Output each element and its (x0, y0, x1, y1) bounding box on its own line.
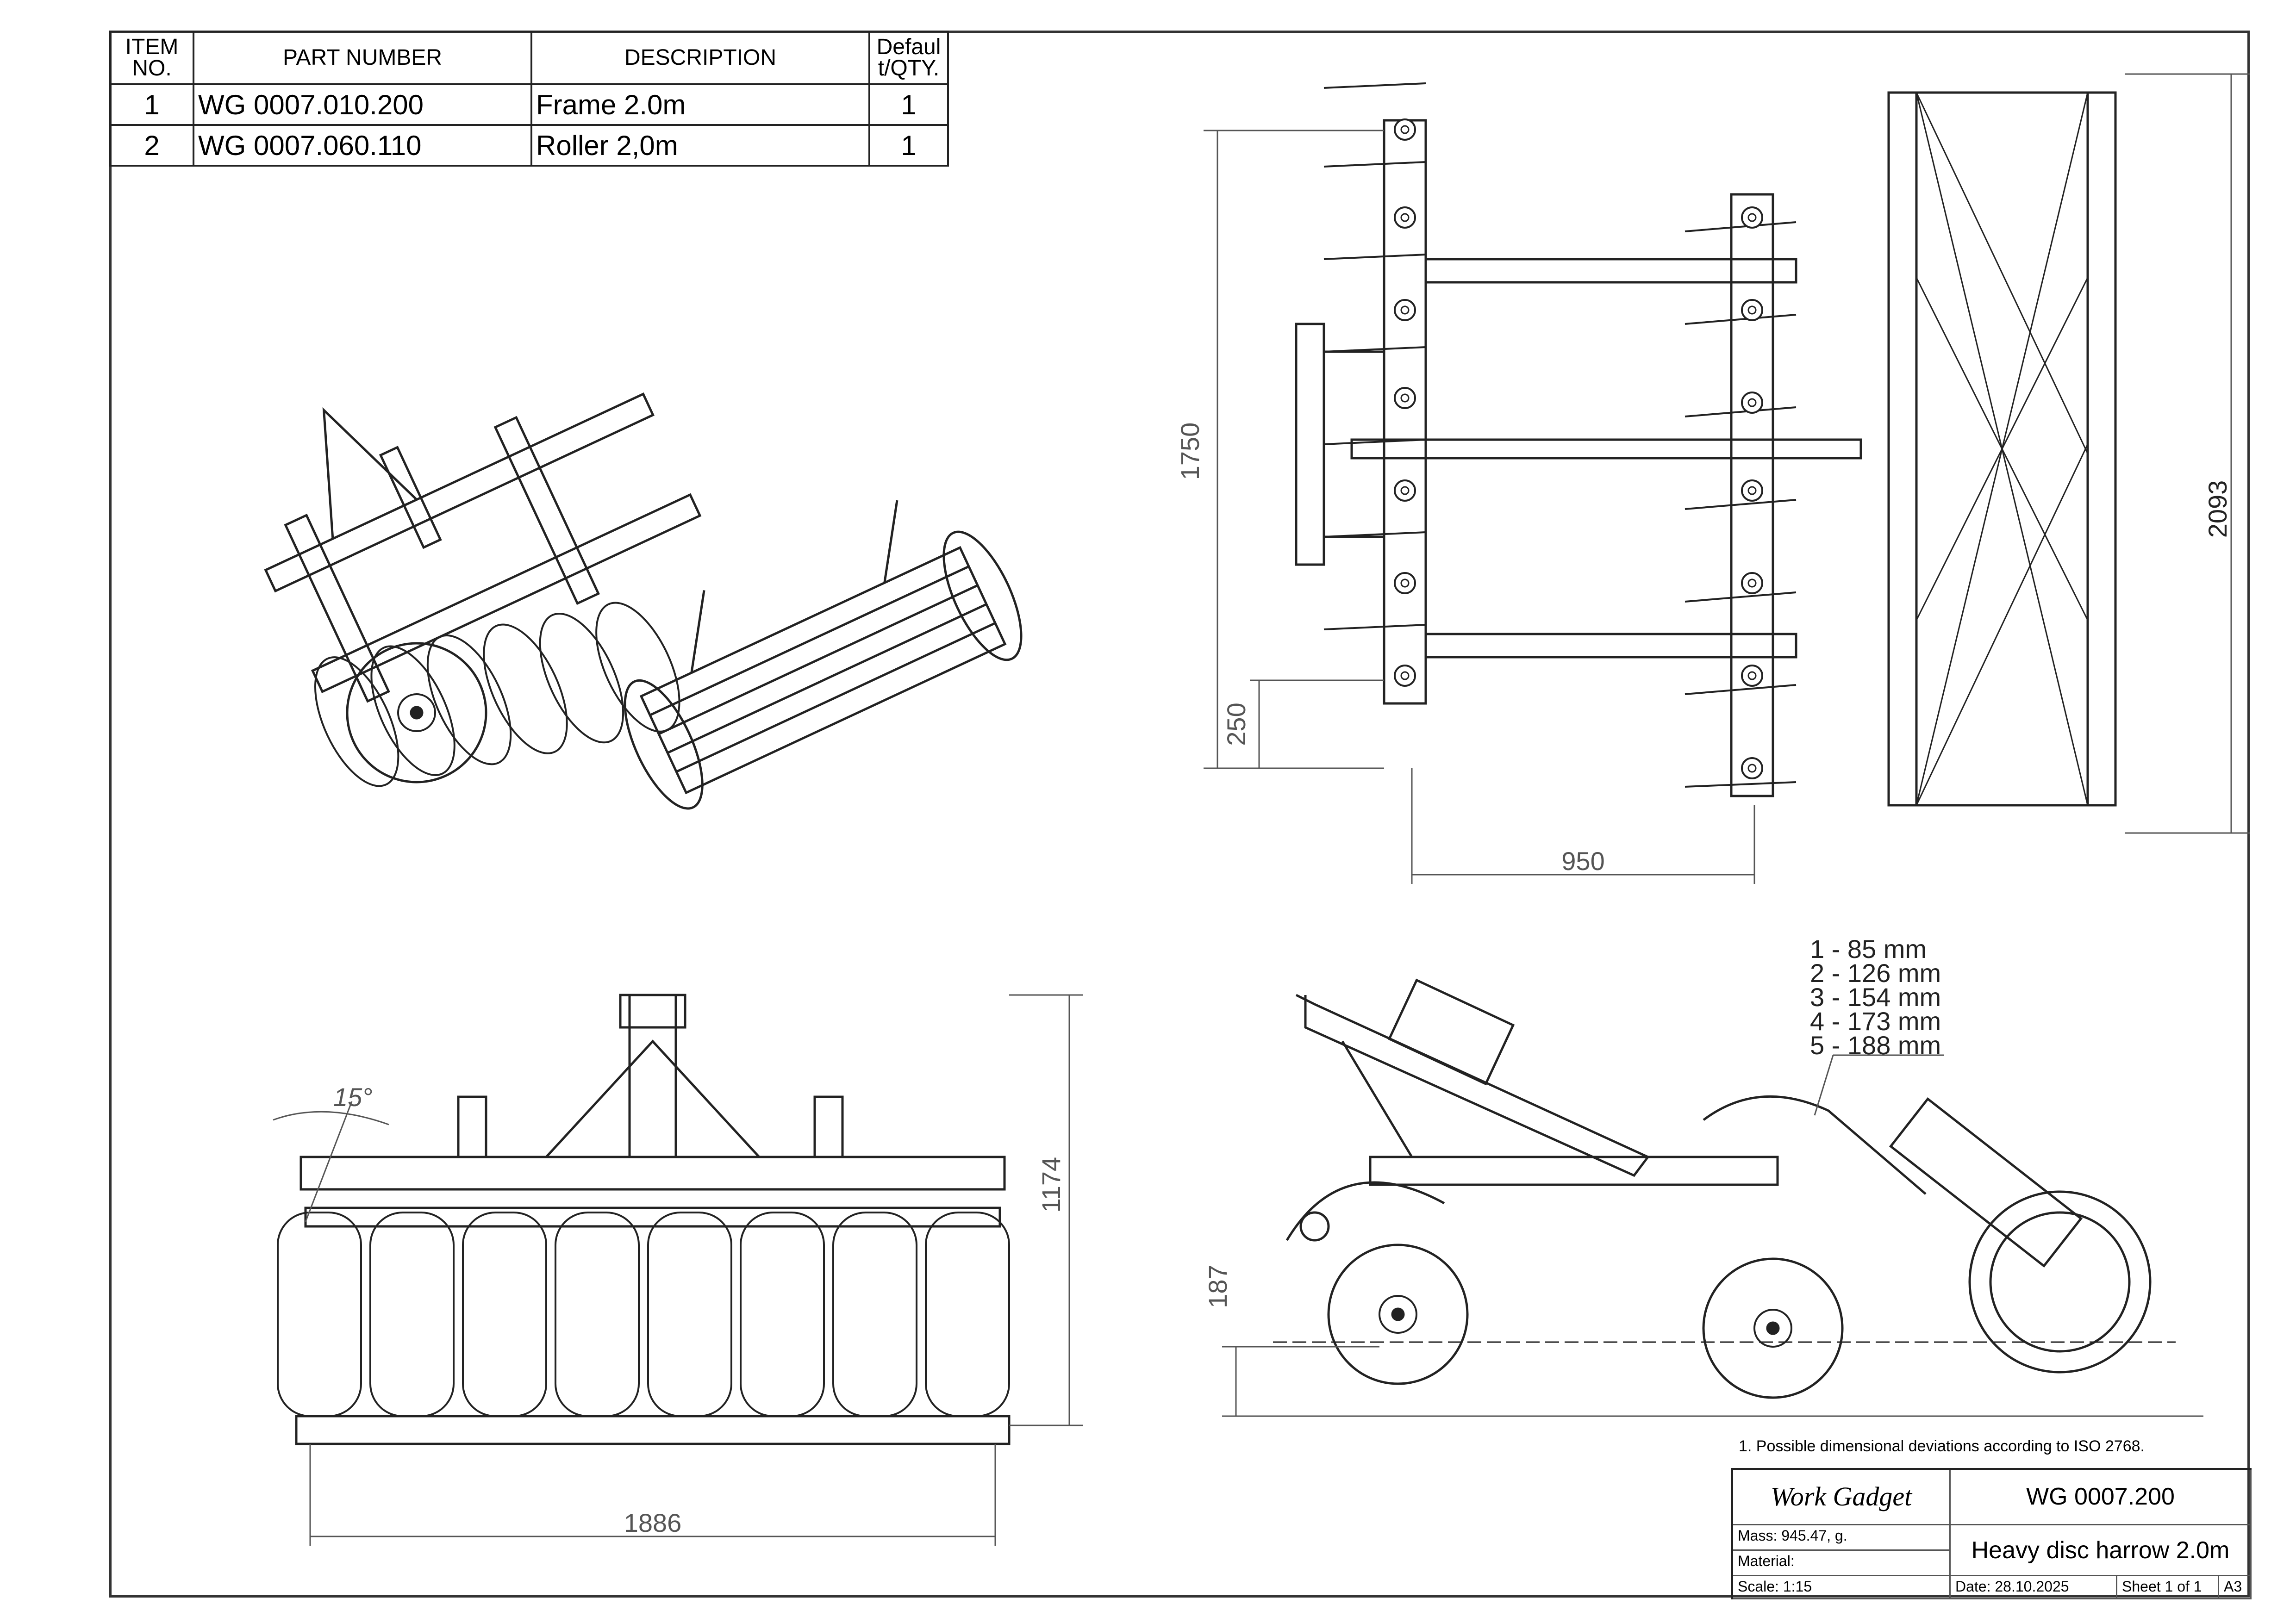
bom-header-description: DESCRIPTION (530, 31, 870, 85)
dim-angle-15: 15° (333, 1082, 373, 1112)
top-view (1295, 82, 2117, 807)
bom-qty: 1 (868, 124, 949, 167)
bom-part-number: WG 0007.010.200 (193, 83, 532, 126)
adjustment-item: 4 - 173 mm (1810, 1007, 1941, 1036)
dim-offset-250: 250 (1222, 703, 1251, 746)
mass-field: Mass: 945.47, g. (1733, 1525, 1951, 1551)
bill-of-materials: ITEM NO. PART NUMBER DESCRIPTION Defaul … (109, 31, 949, 167)
front-view-dimensions (273, 994, 1083, 1546)
dim-front-width-1886: 1886 (624, 1508, 682, 1537)
side-view (1273, 978, 2176, 1398)
dim-total-2093: 2093 (2203, 480, 2232, 538)
bom-item: 2 (109, 124, 194, 167)
front-view (277, 994, 1011, 1445)
material-field: Material: (1733, 1551, 1951, 1576)
drawing-title: Heavy disc harrow 2.0m (1951, 1525, 2252, 1576)
bom-header-item: ITEM NO. (109, 31, 194, 85)
bom-header-row: ITEM NO. PART NUMBER DESCRIPTION Defaul … (109, 31, 949, 85)
bom-row: 1 WG 0007.010.200 Frame 2.0m 1 (109, 83, 949, 126)
dim-depth-950: 950 (1561, 846, 1604, 876)
isometric-view (264, 392, 1023, 810)
adjustment-item: 3 - 154 mm (1810, 983, 1941, 1012)
adjustment-item: 1 - 85 mm (1810, 934, 1927, 964)
bom-header-part: PART NUMBER (193, 31, 532, 85)
dim-front-height-1174: 1174 (1036, 1157, 1066, 1213)
date-field: Date: 28.10.2025 (1951, 1576, 2117, 1599)
bom-item: 1 (109, 83, 194, 126)
bom-row: 2 WG 0007.060.110 Roller 2,0m 1 (109, 124, 949, 167)
bom-qty: 1 (868, 83, 949, 126)
bom-description: Roller 2,0m (530, 124, 870, 167)
bom-header-qty: Defaul t/QTY. (868, 31, 949, 85)
title-block: Work Gadget WG 0007.200 Mass: 945.47, g.… (1731, 1468, 2252, 1599)
company-name: Work Gadget (1733, 1470, 1951, 1525)
bom-description: Frame 2.0m (530, 83, 870, 126)
top-view-dimensions (1204, 73, 2250, 884)
adjustment-item: 2 - 126 mm (1810, 958, 1941, 988)
sheet-border (109, 31, 2250, 1598)
side-view-dimensions (1222, 1054, 2203, 1417)
dim-height-1750: 1750 (1175, 423, 1204, 480)
tolerance-note: 1. Possible dimensional deviations accor… (1739, 1437, 2145, 1455)
drawing-number: WG 0007.200 (1951, 1470, 2252, 1525)
adjustment-list: 1 - 85 mm 2 - 126 mm 3 - 154 mm 4 - 173 … (1810, 934, 1941, 1060)
adjustment-item: 5 - 188 mm (1810, 1031, 1941, 1060)
bom-part-number: WG 0007.060.110 (193, 124, 532, 167)
scale-field: Scale: 1:15 (1733, 1576, 1951, 1599)
dim-side-187: 187 (1203, 1265, 1232, 1308)
sheet-field: Sheet 1 of 1 (2117, 1576, 2219, 1599)
paper-size-field: A3 (2219, 1576, 2252, 1599)
